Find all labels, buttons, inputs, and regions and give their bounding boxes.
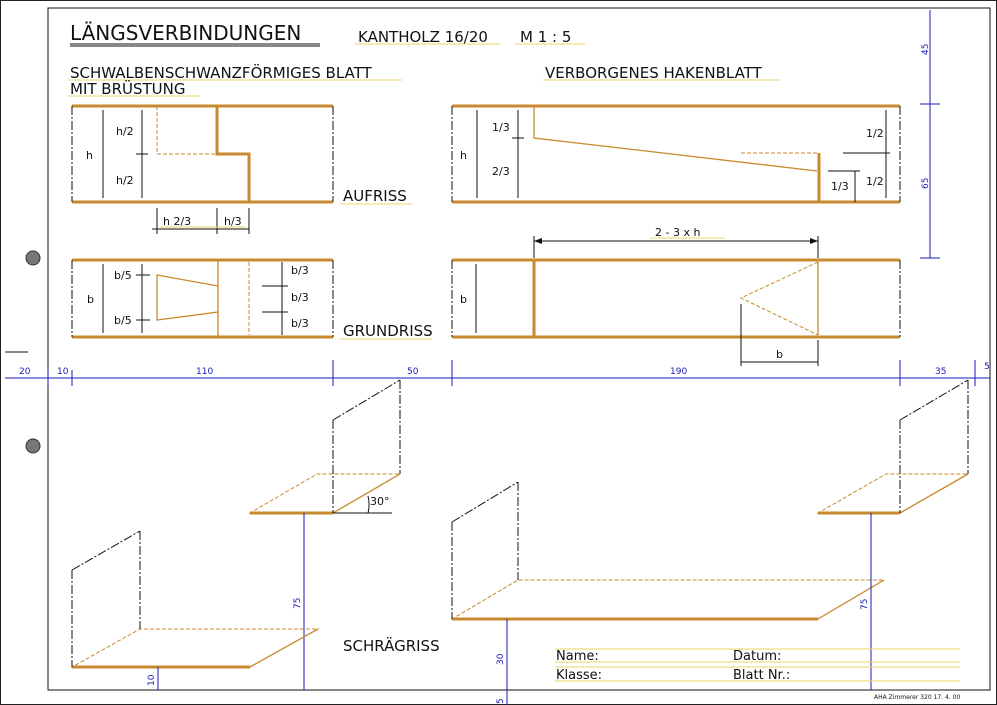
hidden-joint-line	[156, 106, 217, 155]
scale-label: M 1 : 5	[520, 28, 571, 46]
title-block: Name: Datum: Klasse: Blatt Nr.:	[555, 648, 960, 683]
oblique-upper-left: 30° 75	[248, 379, 402, 690]
label-h-third: h/3	[224, 215, 242, 228]
right-plan: 2 - 3 x h b b	[451, 226, 901, 366]
label-h-half-top: h/2	[116, 125, 134, 138]
dim-190: 190	[670, 367, 687, 377]
label-b3-3: b/3	[291, 317, 309, 330]
left-heading-line1: SCHWALBENSCHWANZFÖRMIGES BLATT	[70, 63, 373, 82]
vertical-dimension-right: 45 65	[920, 10, 940, 259]
r-label-length: 2 - 3 x h	[655, 226, 700, 239]
r-label-half-top: 1/2	[866, 127, 884, 140]
height-30: 30	[496, 653, 506, 665]
dim-10: 10	[57, 367, 69, 377]
height-75-right: 75	[860, 599, 870, 610]
base-top-edge	[71, 530, 141, 571]
title-group: LÄNGSVERBINDUNGEN KANTHOLZ 16/20 M 1 : 5	[70, 21, 585, 47]
subtitle: KANTHOLZ 16/20	[358, 28, 488, 46]
vdim-65: 65	[921, 178, 931, 189]
label-b5-top: b/5	[114, 269, 132, 282]
ledge-side	[332, 473, 401, 514]
arrow-left	[534, 238, 542, 244]
right-heading: VERBORGENES HAKENBLATT	[545, 64, 763, 82]
r-slab-side	[817, 579, 885, 620]
right-elevation: h 1/3 2/3 1/2 1/2 1/3	[451, 104, 901, 204]
name-label: Name:	[556, 649, 599, 664]
left-plan: b b/5 b/5 b/3 b/3 b/3	[71, 258, 334, 339]
r-label-b: b	[460, 293, 467, 306]
dim-35: 35	[935, 367, 946, 377]
label-b: b	[87, 293, 94, 306]
view-label-grundriss: GRUNDRISS	[343, 322, 433, 340]
view-label-schraegriss: SCHRÄGRISS	[343, 636, 440, 655]
arrow-right	[810, 238, 818, 244]
label-b5-bottom: b/5	[114, 314, 132, 327]
label-h: h	[86, 149, 93, 162]
drawing-frame	[47, 7, 991, 691]
label-b3-1: b/3	[291, 264, 309, 277]
oblique-lower-left: 10	[70, 530, 320, 690]
r-ledge-top-edge	[899, 379, 969, 421]
label-h-half-bottom: h/2	[116, 174, 134, 187]
r-label-h: h	[460, 149, 467, 162]
dim-50: 50	[407, 367, 419, 377]
date-label: Datum:	[733, 649, 781, 664]
left-elevation: h h/2 h/2 h 2/3 h/3	[71, 104, 334, 234]
r-plan-hidden-wedge	[739, 261, 819, 336]
joint-line	[215, 106, 251, 202]
bottom-5: 5	[496, 698, 506, 704]
angle-arc	[367, 495, 370, 514]
r-slab-top-edge	[451, 481, 519, 523]
dim-5-right: 5	[984, 362, 990, 372]
label-h-two-thirds: h 2/3	[163, 215, 191, 228]
r-ledge-side	[899, 473, 969, 514]
r-hook-slope	[533, 106, 818, 172]
height-75-left: 75	[293, 598, 303, 609]
base-side	[249, 628, 319, 668]
dim-20: 20	[19, 367, 31, 377]
r-label-third-small: 1/3	[831, 180, 849, 193]
ledge-top-edge	[332, 379, 401, 421]
angle-label: 30°	[370, 495, 390, 508]
dim-110: 110	[196, 367, 213, 377]
r-label-two-thirds: 2/3	[492, 165, 510, 178]
punch-hole-bottom	[25, 438, 41, 454]
vdim-45: 45	[921, 44, 931, 55]
horizontal-dimension-chain: 20 10 110 50 190 35 5	[5, 360, 990, 386]
punch-hole-top	[25, 250, 41, 266]
left-heading-line2: MIT BRÜSTUNG	[70, 79, 186, 98]
oblique-right: 30 5 75	[450, 379, 970, 705]
r-label-b-bottom: b	[776, 348, 783, 361]
height-10: 10	[147, 674, 157, 686]
r-label-third: 1/3	[492, 121, 510, 134]
footer-credit: AHA Zimmerer 320 17. 4. 00	[874, 694, 960, 701]
view-label-aufriss: AUFRISS	[343, 187, 407, 205]
label-b3-2: b/3	[291, 291, 309, 304]
r-label-half-bottom: 1/2	[866, 175, 884, 188]
drawing-title: LÄNGSVERBINDUNGEN	[70, 21, 301, 45]
sheet-number-label: Blatt Nr.:	[733, 668, 790, 683]
class-label: Klasse:	[556, 668, 602, 683]
